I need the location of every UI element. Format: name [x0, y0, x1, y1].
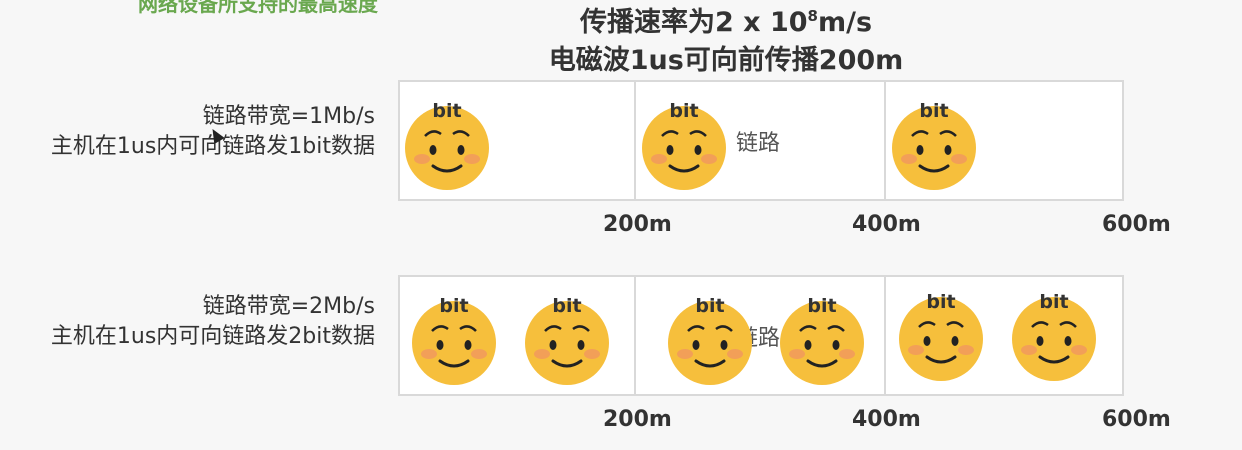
- smiley-bit-icon: bit: [523, 295, 611, 385]
- row1-distance-400m: 400m: [852, 212, 921, 237]
- row1-divider-400m: [884, 82, 886, 199]
- bit-label: bit: [807, 295, 837, 317]
- row2-bandwidth: 链路带宽=2Mb/s: [202, 294, 375, 319]
- smiley-bit-icon: bit: [666, 295, 754, 385]
- bit-label: bit: [432, 100, 462, 122]
- row1-distance-600m: 600m: [1102, 212, 1171, 237]
- row2-distance-400m: 400m: [852, 407, 921, 432]
- smiley-bit-icon: bit: [403, 100, 491, 190]
- row2-link-box: 链路 bit bit bit bit bit bit: [398, 275, 1124, 396]
- row1-link-label: 链路: [736, 131, 781, 156]
- row2-note: 主机在1us内可向链路发2bit数据: [50, 324, 375, 349]
- row2-description: 链路带宽=2Mb/s 主机在1us内可向链路发2bit数据: [0, 292, 375, 352]
- smiley-bit-icon: bit: [640, 100, 728, 190]
- smiley-bit-icon: bit: [410, 295, 498, 385]
- bit-label: bit: [926, 291, 956, 313]
- row1-link-box: 链路 bit bit bit: [398, 80, 1124, 201]
- row2-divider-200m: [634, 277, 636, 394]
- smiley-bit-icon: bit: [890, 100, 978, 190]
- smiley-bit-icon: bit: [1010, 291, 1098, 381]
- bit-label: bit: [919, 100, 949, 122]
- row2-distance-600m: 600m: [1102, 407, 1171, 432]
- rate-exponent: 8: [807, 7, 818, 25]
- rate-prefix: 传播速率为2 x 10: [579, 7, 808, 38]
- smiley-bit-icon: bit: [897, 291, 985, 381]
- bit-label: bit: [695, 295, 725, 317]
- row1-distance-200m: 200m: [603, 212, 672, 237]
- propagation-rate-title: 传播速率为2 x 108m/s: [105, 0, 1242, 39]
- bit-label: bit: [552, 295, 582, 317]
- propagation-distance-title: 电磁波1us可向前传播200m: [548, 45, 904, 76]
- row2-divider-400m: [884, 277, 886, 394]
- row1-bandwidth: 链路带宽=1Mb/s: [202, 104, 375, 129]
- row1-description: 链路带宽=1Mb/s 主机在1us内可向链路发1bit数据: [0, 102, 375, 162]
- clipped-top-text: 网络设备所支持的最高速度: [138, 0, 378, 16]
- row2-distance-200m: 200m: [603, 407, 672, 432]
- row1-note: 主机在1us内可向链路发1bit数据: [50, 134, 375, 159]
- bit-label: bit: [439, 295, 469, 317]
- bit-label: bit: [1039, 291, 1069, 313]
- smiley-bit-icon: bit: [778, 295, 866, 385]
- rate-suffix: m/s: [817, 7, 873, 38]
- bit-label: bit: [669, 100, 699, 122]
- row1-divider-200m: [634, 82, 636, 199]
